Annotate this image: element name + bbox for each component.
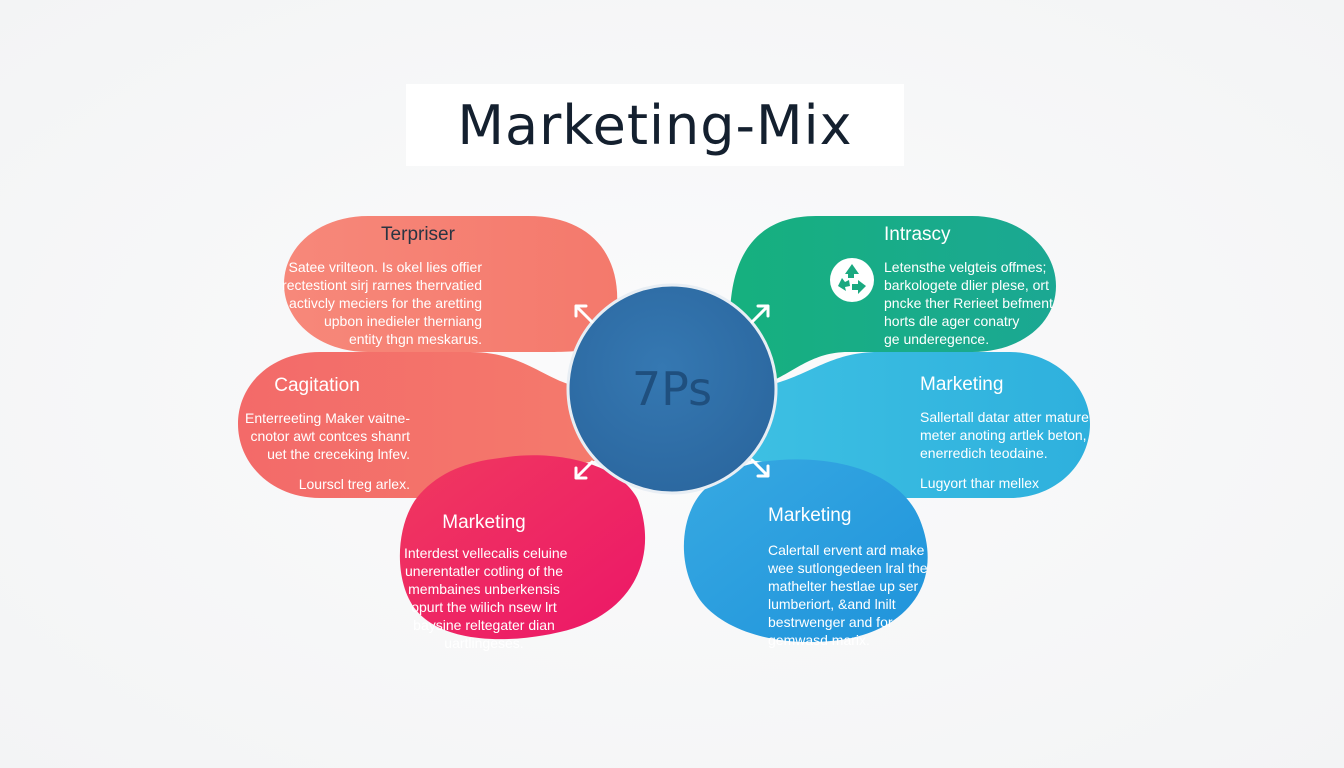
petal-line: enerredich teodaine. — [920, 445, 1048, 461]
diagonal-arrow-icon — [574, 304, 594, 324]
petal-heading: Intrascy — [884, 224, 951, 245]
petal-line: uet the creceking lnfev. — [267, 446, 410, 462]
petal-bottom-left-content: Marketing Interdest vellecalis celuine u… — [404, 512, 568, 652]
petal-line: bestrwenger and for — [768, 614, 893, 630]
petal-top-right — [730, 216, 1056, 388]
petal-line: uartlingeses. — [444, 635, 524, 651]
petal-line: rectestiont sirj rarnes therrvatied — [282, 277, 482, 293]
center-label: 7Ps — [631, 362, 713, 416]
petal-top-left-content: Terpriser Satee vrilteon. Is okel lies o… — [282, 224, 482, 348]
title-box: Marketing-Mix — [406, 84, 904, 166]
petal-line: cnotor awt contces shanrt — [250, 428, 410, 444]
petal-bottom-left — [399, 455, 646, 640]
petal-line: Enterreeting Maker vaitne- — [245, 410, 410, 426]
petal-line: Letensthe velgteis offmes; — [884, 259, 1047, 275]
diagram-title: Marketing-Mix — [457, 93, 853, 157]
petal-line: activcly meciers for the aretting — [289, 295, 482, 311]
petal-bottom-right — [683, 459, 928, 643]
diagonal-arrow-icon — [750, 458, 770, 478]
petal-mid-right-content: Marketing Sallertall datar atter mature … — [920, 374, 1089, 492]
petal-line: wee sutlongedeen lral the — [768, 560, 928, 576]
petal-line: unerentatler cotling of the — [405, 563, 563, 579]
petal-line: horts dle ager conatry — [884, 313, 1020, 329]
petal-line: lumberiort, &and lnilt — [768, 596, 896, 612]
petal-line: baysine reltegater dian — [413, 617, 555, 633]
petal-line: barkologete dlier plese, ort — [884, 277, 1049, 293]
petal-top-left — [284, 216, 618, 352]
recycle-icon — [830, 258, 874, 302]
petal-line: Sallertall datar atter mature — [920, 409, 1089, 425]
petal-line: meter anoting artlek beton, — [920, 427, 1087, 443]
petal-line: ge underegence. — [884, 331, 990, 347]
petal-line: Satee vrilteon. Is okel lies offier — [288, 259, 482, 275]
petal-line: gemwasd marix. — [768, 632, 870, 648]
center-circle — [566, 283, 778, 495]
petal-line: Interdest vellecalis celuine — [404, 545, 568, 561]
petal-mid-left-content: Cagitation Enterreeting Maker vaitne- cn… — [240, 375, 410, 493]
petal-heading: Marketing — [442, 512, 526, 533]
petal-heading: Marketing — [920, 374, 1004, 395]
petal-line: entity thgn meskarus. — [348, 331, 482, 347]
diagonal-arrow-icon — [574, 460, 594, 480]
petal-line: upbon inedieler therniang — [323, 313, 482, 329]
petal-top-right-content: Intrascy Letensthe velgteis offmes; bark… — [884, 224, 1054, 348]
petal-line: membaines unberkensis — [408, 581, 560, 597]
diagonal-arrow-icon — [750, 304, 770, 324]
petal-footer: Lugyort thar mellex — [920, 475, 1040, 491]
petal-heading: Terpriser — [381, 224, 455, 245]
petal-line: opurt the wilich nsew lrt — [411, 599, 557, 615]
petal-line: mathelter hestlae up ser — [768, 578, 919, 594]
petal-bottom-right-content: Marketing Calertall ervent ard make wee … — [768, 505, 932, 649]
petal-footer: Lourscl treg arlex. — [298, 476, 410, 492]
petal-line: pncke ther Rerieet befment — [884, 295, 1053, 311]
petal-line: Calertall ervent ard make — [768, 542, 925, 558]
petal-heading: Cagitation — [274, 375, 360, 396]
petal-heading: Marketing — [768, 505, 852, 526]
